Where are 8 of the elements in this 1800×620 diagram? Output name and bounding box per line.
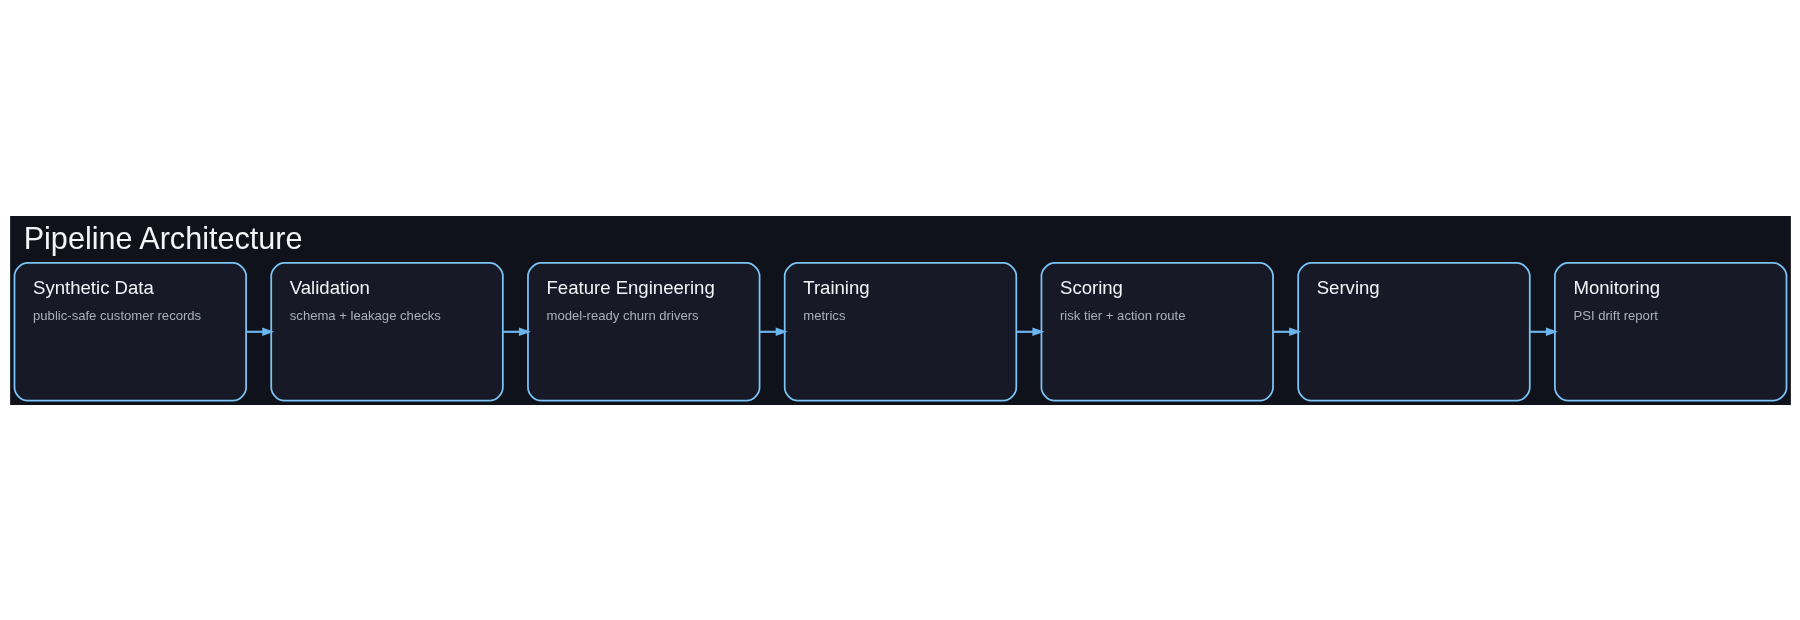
node-box: Feature Engineering model-ready churn drivers [526,261,760,401]
node-box: Synthetic Data public-safe customer records [13,261,247,401]
node-box: Scoring risk tier + action route [1040,261,1274,401]
node-box: Validation schema + leakage checks [269,261,504,401]
diagram-title: Pipeline Architecture [23,220,302,255]
node-box: Monitoring PSI drift report [1553,261,1787,401]
node-box: Training metrics [783,261,1017,401]
node-box: Serving [1296,261,1531,401]
